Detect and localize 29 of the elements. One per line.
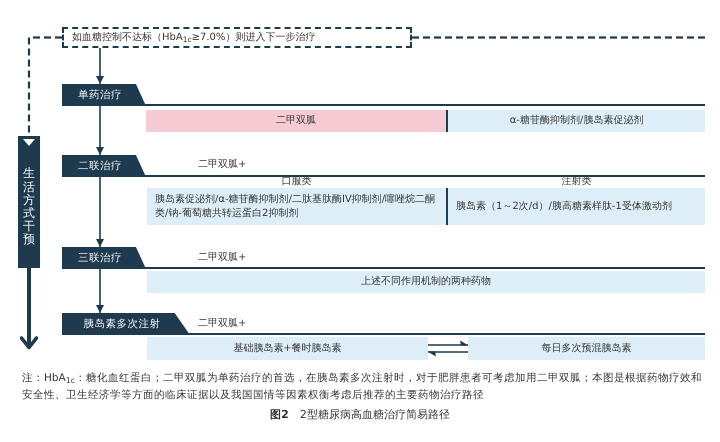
drug-panel: 每日多次预混胰岛素	[468, 337, 705, 360]
arrow	[428, 340, 469, 346]
note-box: 如血糖控制不达标（HbA$_{1c}$≥7.0%）则进入下一步治疗	[62, 27, 412, 48]
annotation-text: 二甲双胍+	[198, 158, 246, 171]
step-tab: 二联治疗	[62, 155, 146, 177]
drug-panel: α-糖苷酶抑制剂/胰岛素促泌剂	[448, 110, 705, 132]
figure-caption: 图2 2型糖尿病高血糖治疗简易路径	[270, 407, 450, 422]
annotation-text: 二甲双胍+	[198, 317, 246, 330]
arrow	[20, 268, 38, 350]
vertical-label: 生活方式干预	[23, 167, 35, 247]
drug-panel: 上述不同作用机制的两种药物	[147, 271, 705, 293]
dashed-line	[412, 36, 705, 39]
annotation-text: 二甲双胍+	[198, 251, 246, 264]
arrow	[96, 177, 104, 247]
drug-panel: 胰岛素（1～2次/d）/胰高糖素样肽-1受体激动剂	[448, 188, 705, 225]
drug-panel: 基础胰岛素+餐时胰岛素	[147, 337, 428, 360]
arrow	[96, 106, 104, 155]
drug-panel: 二甲双胍	[146, 110, 446, 132]
drug-panel: 胰岛素促泌剂/α-糖苷酶抑制剂/二肽基肽酶IV抑制剂/噻唑烷二酮类/钠-葡萄糖共转运蛋白2抑制剂	[147, 188, 446, 225]
lifestyle-bar	[18, 136, 40, 268]
step-tab: 胰岛素多次注射	[62, 313, 190, 335]
arrow	[96, 48, 104, 84]
arrow	[427, 351, 468, 356]
column-heading: 注射类	[562, 175, 592, 188]
step-tab: 三联治疗	[62, 247, 146, 269]
footnote-text: 注：HbA$_{1c}$：糖化血红蛋白；二甲双胍为单药治疗的首选，在胰岛素多次注射时，对于肥胖患者可考虑加用二甲双胍；本图是根据药物疗效和安全性、卫生经济学等方面的临床证据以及我国国情等因素权衡考虑后推荐的主要药物治疗路径	[22, 371, 704, 403]
step-tab: 单药治疗	[62, 84, 146, 106]
arrow	[96, 269, 104, 313]
column-heading: 口服类	[282, 175, 312, 188]
